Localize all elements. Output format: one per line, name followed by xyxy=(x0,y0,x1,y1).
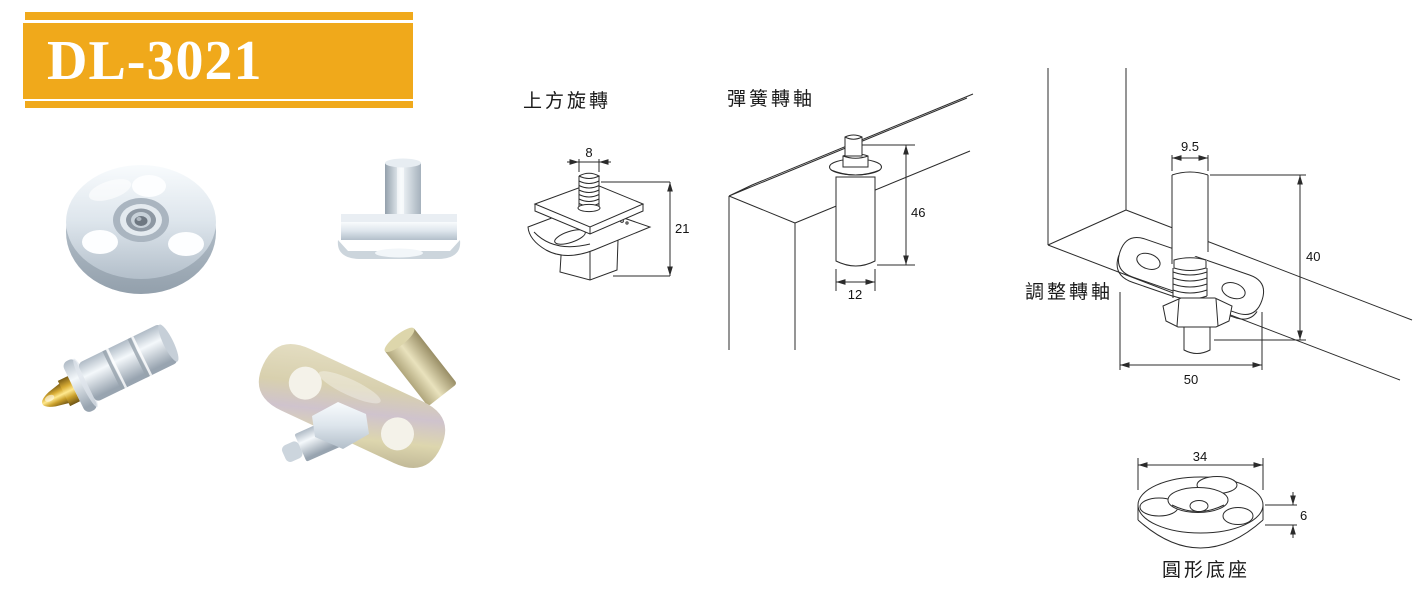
round-base-dims: 34 6 xyxy=(1137,449,1307,538)
dim-pivot-diameter: 12 xyxy=(848,287,862,302)
spring-pivot-label: 彈簧轉軸 xyxy=(727,88,815,110)
top-rotation-dims: 8 21 xyxy=(567,145,689,277)
adjust-pivot-stud xyxy=(1162,257,1233,354)
adjust-pivot-pin xyxy=(1171,171,1209,264)
dim-plate-length: 50 xyxy=(1184,372,1198,387)
top-rotation-label: 上方旋轉 xyxy=(523,90,611,112)
spring-pin-photo xyxy=(42,324,179,412)
round-base-part xyxy=(66,165,216,294)
round-base-drawing: 34 6 圓形底座 xyxy=(1137,449,1307,581)
spring-pivot-dims: 46 12 xyxy=(835,144,925,302)
spring-pivot-drawing: 彈簧轉軸 46 12 xyxy=(727,88,974,350)
dim-pivot-height: 46 xyxy=(911,205,925,220)
adjust-pivot-dims: 9.5 40 50 xyxy=(1119,139,1320,387)
top-rotation-drawing: 上方旋轉 8 21 xyxy=(523,90,689,281)
spring-pivot-body xyxy=(829,134,882,267)
dim-base-thickness: 6 xyxy=(1300,508,1307,523)
banner-stripe-top xyxy=(25,12,413,20)
adjust-pivot-frame xyxy=(1047,68,1413,381)
dim-assembly-height: 40 xyxy=(1306,249,1320,264)
dim-thread-width: 8 xyxy=(585,145,592,160)
oval-plate-part xyxy=(258,327,456,468)
dim-overall-height: 21 xyxy=(675,221,689,236)
top-rotation-body xyxy=(527,172,652,281)
spring-pin-part xyxy=(42,324,179,412)
round-base-photo xyxy=(66,165,216,294)
dim-pin-diameter: 9.5 xyxy=(1181,139,1199,154)
round-base-disc xyxy=(1137,476,1264,549)
square-mount-part xyxy=(337,158,461,259)
square-mount-photo xyxy=(337,158,461,259)
oval-plate-photo xyxy=(258,327,456,468)
banner-stripe-bottom xyxy=(25,101,413,108)
dim-base-diameter: 34 xyxy=(1193,449,1207,464)
product-code-banner: DL-3021 xyxy=(23,23,413,99)
product-code: DL-3021 xyxy=(47,30,263,92)
adjust-pivot-drawing: 9.5 40 50 調整轉軸 xyxy=(1025,68,1413,387)
round-base-label: 圓形底座 xyxy=(1162,559,1250,581)
adjust-pivot-label: 調整轉軸 xyxy=(1025,281,1113,303)
